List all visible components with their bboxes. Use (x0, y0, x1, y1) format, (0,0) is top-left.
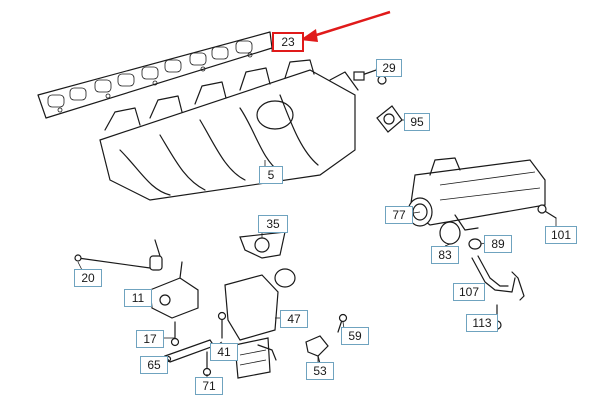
bolt-71 (202, 351, 212, 377)
linkage-rod-20 (74, 239, 163, 271)
exhaust-manifold (99, 59, 359, 201)
pointer-arrow (300, 10, 391, 42)
callout-47[interactable]: 47 (280, 310, 308, 328)
callout-83[interactable]: 83 (431, 246, 459, 264)
bolt-101 (537, 204, 557, 219)
callout-11[interactable]: 11 (124, 289, 152, 307)
bracket-35 (239, 231, 286, 259)
bolt-17 (170, 321, 180, 347)
flange-gasket-95 (376, 105, 403, 133)
egr-pipe-107 (471, 255, 525, 301)
callout-95[interactable]: 95 (404, 113, 430, 131)
bolt-41 (217, 311, 227, 339)
callout-35[interactable]: 35 (258, 215, 288, 233)
callout-53[interactable]: 53 (306, 362, 334, 380)
o-ring-83 (439, 221, 461, 245)
callout-17[interactable]: 17 (136, 330, 164, 348)
actuator-11 (149, 261, 199, 319)
egr-cooler (407, 157, 546, 231)
callout-113[interactable]: 113 (466, 314, 498, 332)
callout-101[interactable]: 101 (545, 226, 577, 244)
callout-107[interactable]: 107 (453, 283, 485, 301)
egr-valve-47 (224, 268, 296, 379)
callout-77[interactable]: 77 (385, 206, 413, 224)
sensor-53 (305, 335, 329, 365)
callout-59[interactable]: 59 (341, 327, 369, 345)
callout-89[interactable]: 89 (484, 235, 512, 253)
bolt-59 (337, 313, 348, 333)
callout-29[interactable]: 29 (376, 59, 402, 77)
callout-5[interactable]: 5 (259, 166, 283, 184)
callout-65[interactable]: 65 (140, 356, 168, 374)
callout-23[interactable]: 23 (272, 32, 304, 52)
callout-71[interactable]: 71 (195, 377, 223, 395)
washer-89 (468, 238, 482, 250)
callout-20[interactable]: 20 (74, 269, 102, 287)
callout-41[interactable]: 41 (210, 343, 238, 361)
